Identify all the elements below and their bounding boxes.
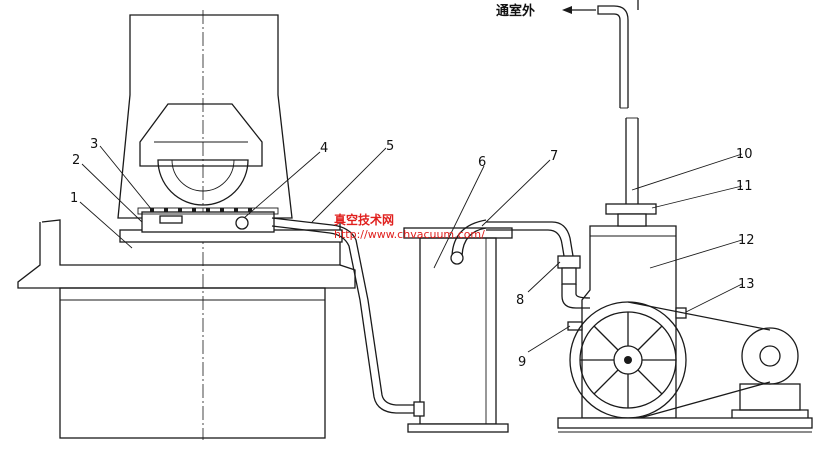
- vacuum-pump: [557, 203, 813, 433]
- flywheel: [569, 301, 687, 419]
- watermark-url: http://www.chvacuum.com/: [334, 228, 485, 241]
- callout-4: 4: [320, 141, 328, 156]
- motor: [731, 327, 809, 421]
- pump-body: [581, 225, 677, 419]
- callout-9: 9: [518, 355, 526, 370]
- callout-2: 2: [72, 153, 80, 168]
- grinding-wheel: [157, 159, 249, 206]
- machine-bed: [17, 222, 356, 289]
- callout-11: 11: [736, 179, 753, 194]
- tank-body: [419, 237, 497, 425]
- callout-8: 8: [516, 293, 524, 308]
- chuck-outlet: [235, 216, 249, 230]
- watermark-title: 真空技术网: [334, 212, 394, 227]
- machine-hood: [117, 14, 293, 219]
- callout-6: 6: [478, 155, 486, 170]
- callout-1: 1: [70, 191, 78, 206]
- pump-base: [557, 417, 813, 429]
- leader-lines: [79, 145, 743, 353]
- watermark: 真空技术网 http://www.chvacuum.com/: [334, 212, 485, 241]
- grinding-head: [139, 103, 263, 167]
- callout-13: 13: [738, 277, 755, 292]
- drain-plug: [567, 321, 583, 331]
- callout-labels: 1 2 3 4 5 6 7 8 9 10 11 12 13: [70, 137, 755, 370]
- exhaust-pipe: [562, 0, 639, 204]
- suction-hose: [271, 217, 415, 414]
- filter-tank: [403, 219, 513, 433]
- callout-3: 3: [90, 137, 98, 152]
- inlet-valve: [557, 255, 581, 269]
- worktable: [41, 219, 341, 266]
- machine-base: [59, 287, 326, 439]
- callout-10: 10: [736, 147, 753, 162]
- drive-belt: [627, 301, 771, 331]
- callout-12: 12: [738, 233, 755, 248]
- exhaust-label: 通室外: [496, 3, 535, 19]
- machine: [17, 10, 356, 440]
- callout-7: 7: [550, 149, 558, 164]
- callout-5: 5: [386, 139, 394, 154]
- exhaust-flange: [605, 203, 657, 215]
- tank-bottom-flange: [407, 423, 509, 433]
- pump-hose: [486, 221, 574, 257]
